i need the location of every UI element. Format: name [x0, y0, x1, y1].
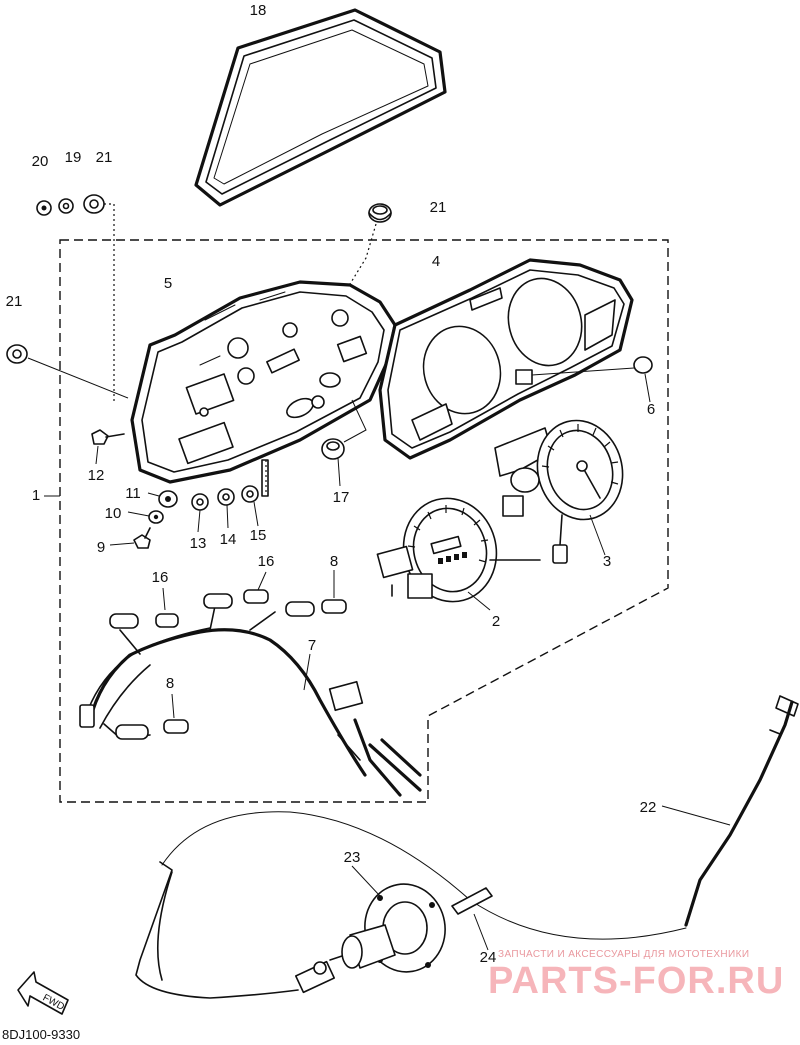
part-label-24: 24 — [480, 949, 497, 966]
part-7-wire-harness — [79, 605, 422, 797]
part-10-nut — [127, 510, 164, 524]
part-label-1: 1 — [32, 487, 40, 504]
part-21-grommet-a — [83, 194, 105, 214]
part-2-speedometer — [376, 497, 541, 611]
part-15-collar — [241, 485, 259, 527]
part-label-19: 19 — [65, 149, 82, 166]
part-14-collar — [217, 488, 235, 529]
part-6-cap-nut — [515, 356, 653, 403]
part-label-20: 20 — [32, 153, 49, 170]
part-24-pin — [451, 887, 493, 951]
part-label-15: 15 — [250, 527, 267, 544]
fwd-arrow: FWD — [17, 971, 69, 1015]
part-label-6: 6 — [647, 401, 655, 418]
part-22-speedometer-cable — [135, 695, 799, 999]
part-label-17: 17 — [333, 489, 350, 506]
part-label-14: 14 — [220, 531, 237, 548]
part-label-11: 11 — [125, 485, 141, 502]
part-label-9: 9 — [97, 539, 105, 556]
part-label-23: 23 — [344, 849, 361, 866]
part-20-nut — [36, 200, 52, 216]
part-18-lens-gasket — [194, 8, 447, 207]
part-17-grommet — [321, 399, 367, 487]
part-21-grommet-c — [6, 344, 28, 364]
watermark-tagline: ЗАПЧАСТИ И АКСЕССУАРЫ ДЛЯ МОТОТЕХНИКИ — [498, 949, 750, 960]
part-label-21: 21 — [6, 293, 23, 310]
part-5-meter-case — [130, 280, 397, 497]
part-label-12: 12 — [88, 467, 105, 484]
part-label-16: 16 — [152, 569, 169, 586]
part-3-tachometer — [494, 419, 624, 564]
part-label-5: 5 — [164, 275, 172, 292]
part-label-3: 3 — [603, 553, 611, 570]
part-label-16: 16 — [258, 553, 275, 570]
part-label-18: 18 — [250, 2, 267, 19]
part-21-grommet-b — [368, 203, 392, 223]
part-16-bulb-b — [203, 571, 269, 609]
part-label-8: 8 — [330, 553, 338, 570]
part-label-21: 21 — [96, 149, 113, 166]
part-4-meter-panel — [378, 258, 634, 460]
assembly-1-boundary — [59, 239, 669, 803]
part-label-13: 13 — [190, 535, 207, 552]
part-label-21: 21 — [430, 199, 447, 216]
part-9-bolt — [109, 527, 151, 549]
part-19-washer — [58, 198, 74, 214]
part-label-4: 4 — [432, 253, 440, 270]
part-label-10: 10 — [105, 505, 122, 522]
watermark-brand: PARTS-FOR.RU — [488, 960, 785, 1002]
part-label-7: 7 — [308, 637, 316, 654]
part-12-screw — [91, 429, 125, 465]
part-11-grommet — [147, 490, 178, 508]
part-23-speedometer-gear — [329, 865, 446, 973]
part-16-bulb-a — [109, 587, 179, 629]
part-label-8: 8 — [166, 675, 174, 692]
part-label-2: 2 — [492, 613, 500, 630]
part-8-bulb-a — [285, 570, 347, 617]
diagram-code: 8DJ100-9330 — [2, 1027, 81, 1042]
part-label-22: 22 — [640, 799, 657, 816]
part-8-bulb-b — [115, 693, 189, 740]
part-13-collar — [191, 493, 209, 533]
